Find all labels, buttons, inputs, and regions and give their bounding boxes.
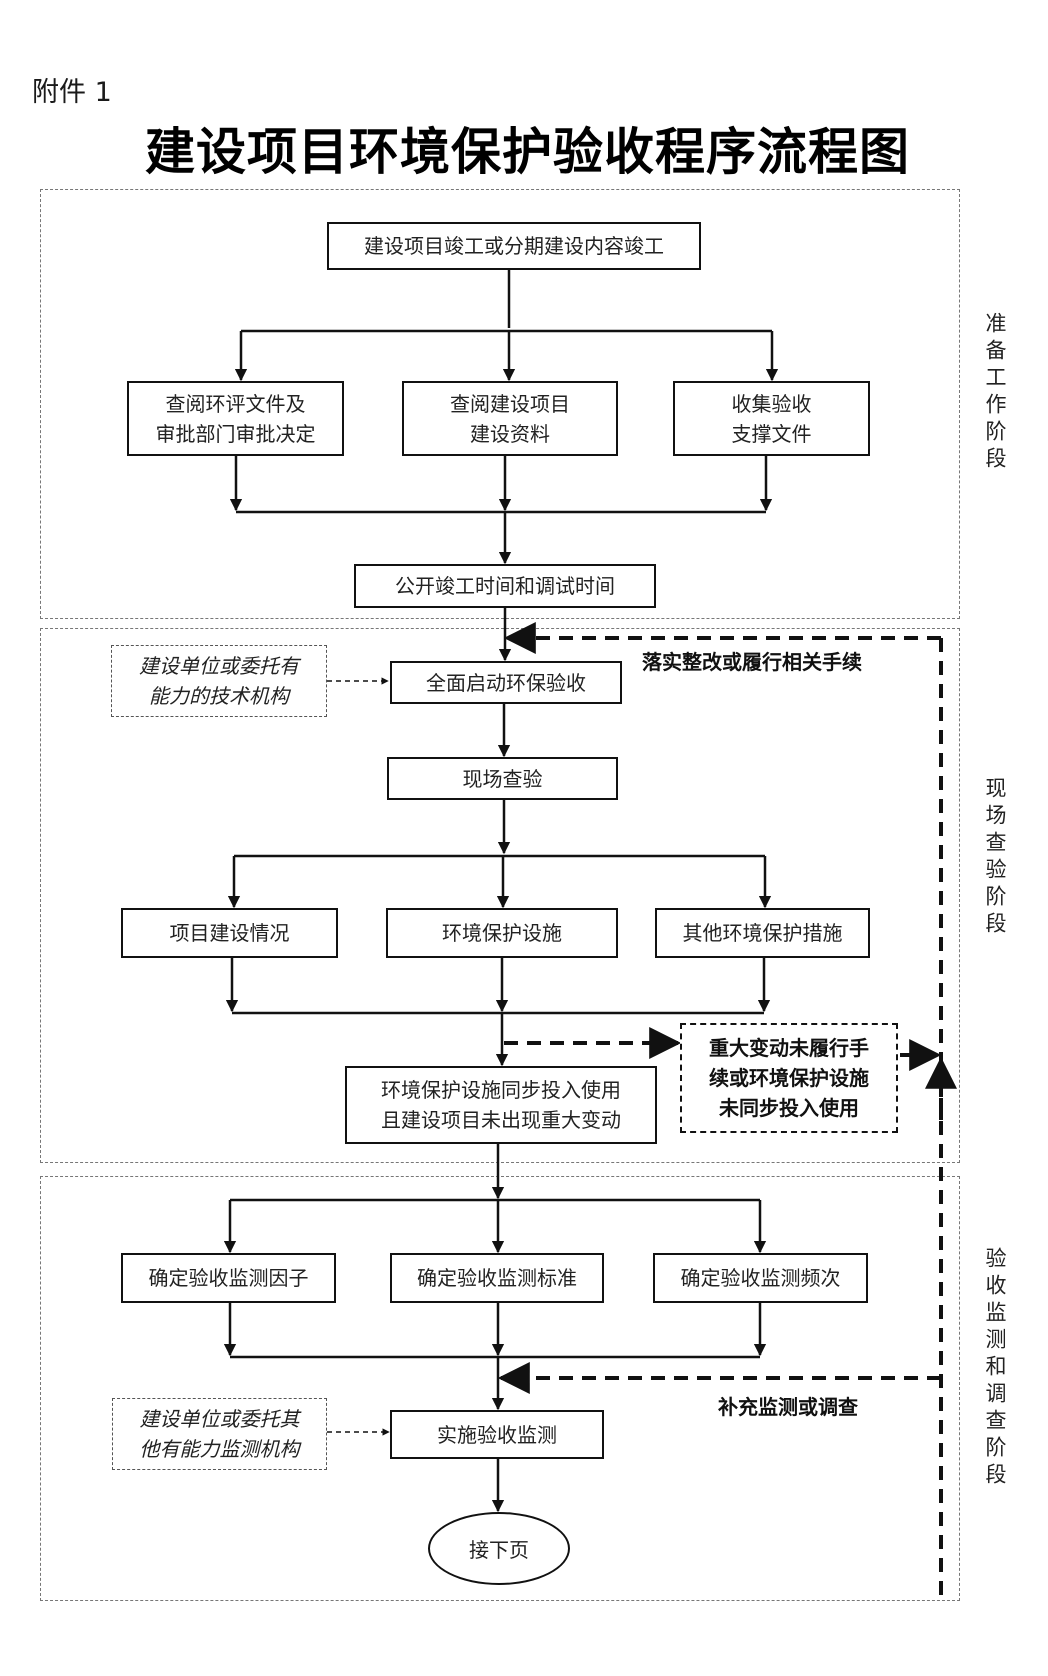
annex-label: 附件 1	[32, 77, 112, 108]
node-fail-condition: 重大变动未履行手 续或环境保护设施 未同步投入使用	[680, 1023, 898, 1133]
page-title: 建设项目环境保护验收程序流程图	[145, 122, 910, 181]
node-implement-monitoring: 实施验收监测	[390, 1410, 604, 1459]
feedback-label-supplement: 补充监测或调查	[718, 1395, 858, 1419]
node-collect-documents: 收集验收 支撑文件	[673, 381, 870, 456]
node-other-measures: 其他环境保护措施	[655, 908, 870, 958]
stage-label-inspection: 现场查验阶段	[983, 777, 1007, 939]
node-env-facilities: 环境保护设施	[386, 908, 618, 958]
stage-label-monitoring: 验收监测和调查阶段	[983, 1247, 1007, 1490]
node-launch-acceptance: 全面启动环保验收	[390, 661, 622, 704]
note-entrusted-agency: 建设单位或委托有 能力的技术机构	[111, 645, 327, 717]
node-monitor-frequency: 确定验收监测频次	[653, 1253, 868, 1303]
node-review-construction: 查阅建设项目 建设资料	[402, 381, 618, 456]
node-project-status: 项目建设情况	[121, 908, 338, 958]
node-monitor-factors: 确定验收监测因子	[121, 1253, 336, 1303]
stage-label-preparation: 准备工作阶段	[983, 312, 1007, 474]
stage-inspection-frame	[40, 628, 960, 1163]
feedback-label-rectify: 落实整改或履行相关手续	[642, 650, 862, 674]
node-publish-times: 公开竣工时间和调试时间	[354, 564, 656, 608]
note-monitoring-agency: 建设单位或委托其 他有能力监测机构	[112, 1398, 327, 1470]
stage-monitoring-frame	[40, 1176, 960, 1601]
node-review-eia: 查阅环评文件及 审批部门审批决定	[127, 381, 344, 456]
node-ok-condition: 环境保护设施同步投入使用 且建设项目未出现重大变动	[345, 1066, 657, 1144]
node-site-inspection: 现场查验	[387, 757, 618, 800]
node-monitor-standards: 确定验收监测标准	[390, 1253, 604, 1303]
stage-preparation-frame	[40, 189, 960, 619]
node-completion: 建设项目竣工或分期建设内容竣工	[327, 222, 701, 270]
node-continue-next-page[interactable]: 接下页	[428, 1512, 570, 1585]
